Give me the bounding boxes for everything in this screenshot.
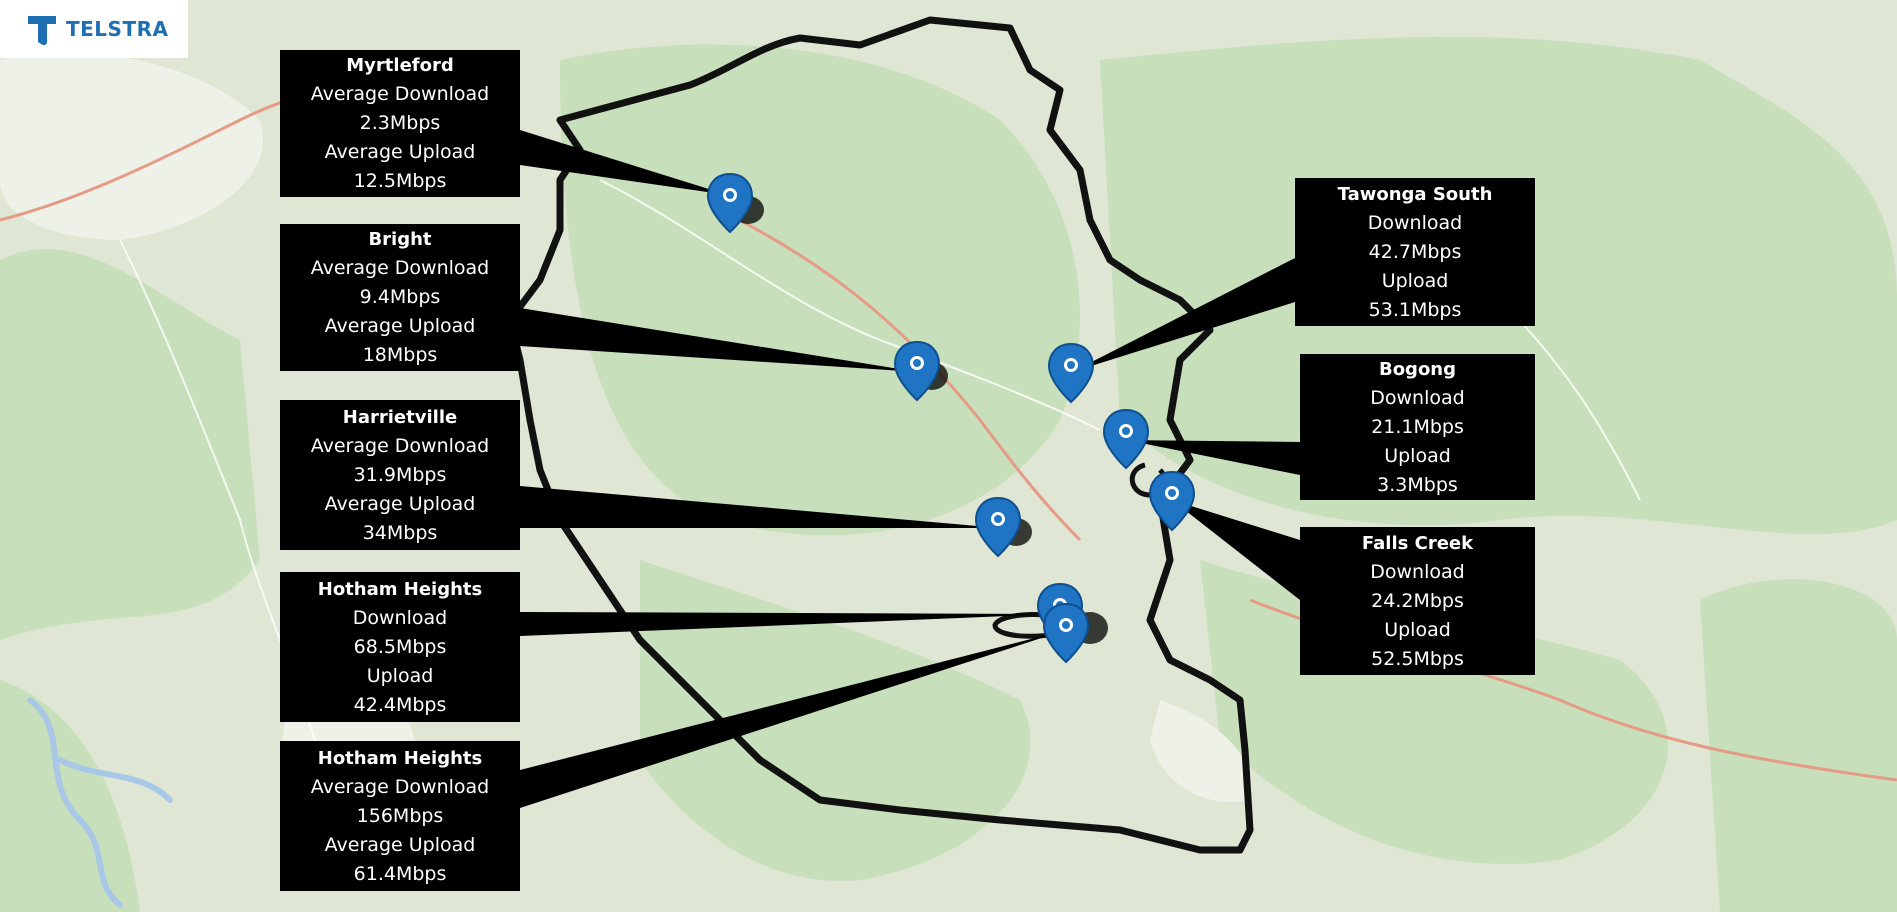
logo-text: TELSTRA (66, 17, 169, 41)
download-value: 156Mbps (356, 804, 444, 827)
download-value: 31.9Mbps (353, 463, 447, 486)
download-label: Download (352, 606, 448, 629)
pointer-tawonga (1072, 258, 1295, 372)
upload-value: 3.3Mbps (1377, 473, 1458, 496)
place-name: Myrtleford (346, 55, 454, 76)
download-value: 21.1Mbps (1371, 415, 1464, 438)
download-label: Average Download (310, 434, 490, 457)
callout-bogong: Bogong Download 21.1Mbps Upload 3.3Mbps (1300, 354, 1535, 500)
download-value: 42.7Mbps (1368, 240, 1462, 263)
place-name: Hotham Heights (317, 578, 483, 600)
place-name: Tawonga South (1337, 183, 1493, 205)
pointer-harrietville (520, 486, 1000, 528)
upload-value: 42.4Mbps (353, 693, 447, 716)
callout-tawonga-south: Tawonga South Download 42.7Mbps Upload 5… (1295, 178, 1535, 326)
upload-label: Average Upload (324, 315, 476, 337)
upload-value: 61.4Mbps (353, 862, 447, 885)
upload-label: Average Upload (324, 833, 476, 856)
pointer-hotham2 (520, 630, 1066, 808)
upload-value: 12.5Mbps (353, 170, 447, 192)
download-label: Download (1367, 211, 1463, 234)
download-value: 24.2Mbps (1371, 589, 1464, 612)
upload-label: Average Upload (324, 141, 476, 163)
callout-falls-creek: Falls Creek Download 24.2Mbps Upload 52.… (1300, 527, 1535, 675)
pointer-falls (1172, 500, 1300, 600)
upload-value: 18Mbps (362, 344, 438, 366)
upload-label: Upload (366, 664, 434, 687)
callout-hotham-heights-1: Hotham Heights Download 68.5Mbps Upload … (280, 572, 520, 722)
upload-value: 53.1Mbps (1368, 298, 1462, 321)
download-label: Average Download (310, 775, 490, 798)
upload-value: 34Mbps (362, 521, 438, 544)
upload-label: Average Upload (324, 492, 476, 515)
place-name: Hotham Heights (317, 747, 483, 769)
callout-bright: Bright Average Download 9.4Mbps Average … (280, 224, 520, 371)
telstra-logo: TELSTRA (0, 0, 188, 58)
callout-hotham-heights-2: Hotham Heights Average Download 156Mbps … (280, 741, 520, 891)
place-name: Harrietville (342, 406, 458, 428)
telstra-logo-icon (28, 16, 56, 46)
download-value: 68.5Mbps (353, 635, 447, 658)
callout-harrietville: Harrietville Average Download 31.9Mbps A… (280, 400, 520, 550)
upload-label: Upload (1384, 444, 1451, 467)
upload-value: 52.5Mbps (1371, 647, 1464, 670)
place-name: Bogong (1378, 358, 1457, 380)
download-value: 2.3Mbps (359, 112, 441, 134)
download-label: Download (1370, 560, 1465, 583)
pointer-bogong (1126, 440, 1300, 475)
callout-myrtleford: Myrtleford Average Download 2.3Mbps Aver… (280, 50, 520, 197)
callout-pointers (520, 130, 1300, 808)
place-name: Bright (368, 229, 432, 250)
download-label: Average Download (310, 83, 490, 105)
pointer-bright (520, 308, 918, 372)
download-label: Download (1370, 386, 1465, 409)
place-name: Falls Creek (1361, 532, 1474, 554)
pointer-myrtleford (520, 130, 728, 195)
pointer-hotham1 (520, 612, 1058, 636)
water-bodies (27, 697, 173, 908)
download-value: 9.4Mbps (359, 286, 441, 308)
upload-label: Upload (1381, 269, 1449, 292)
upload-label: Upload (1384, 618, 1451, 641)
download-label: Average Download (310, 257, 490, 279)
